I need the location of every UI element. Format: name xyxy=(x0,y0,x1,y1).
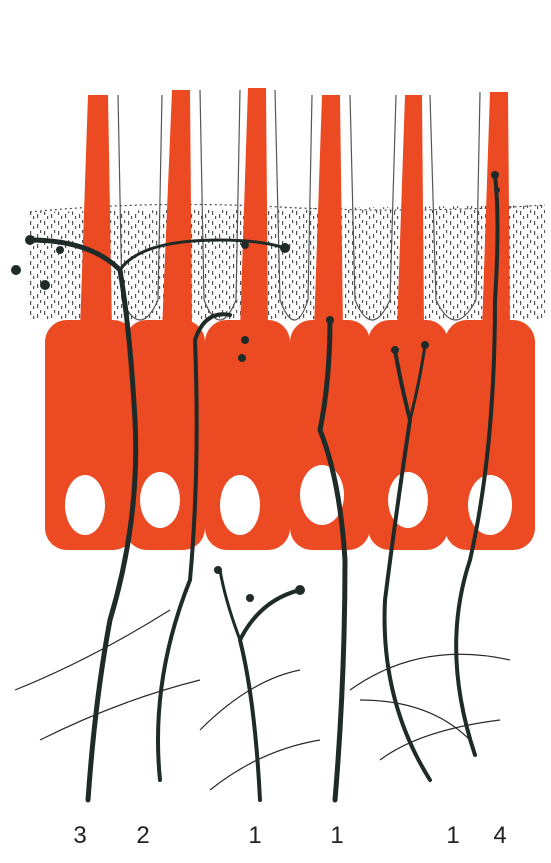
fiber-label-1: 3 xyxy=(73,822,86,850)
cell-bodies xyxy=(45,320,535,550)
nucleus xyxy=(65,475,105,535)
apical-process xyxy=(162,90,192,330)
fiber-label-5: 1 xyxy=(446,822,459,850)
apical-process xyxy=(240,88,268,330)
apical-process xyxy=(314,95,343,330)
fiber-label-6: 4 xyxy=(493,822,506,850)
nucleus xyxy=(220,475,260,535)
fiber-label-4: 1 xyxy=(330,822,343,850)
apical-process xyxy=(397,95,424,330)
nucleus xyxy=(468,475,512,535)
apical-process xyxy=(80,95,112,330)
fiber-label-3: 1 xyxy=(248,822,261,850)
nucleus xyxy=(140,472,180,528)
fiber-label-2: 2 xyxy=(136,822,149,850)
